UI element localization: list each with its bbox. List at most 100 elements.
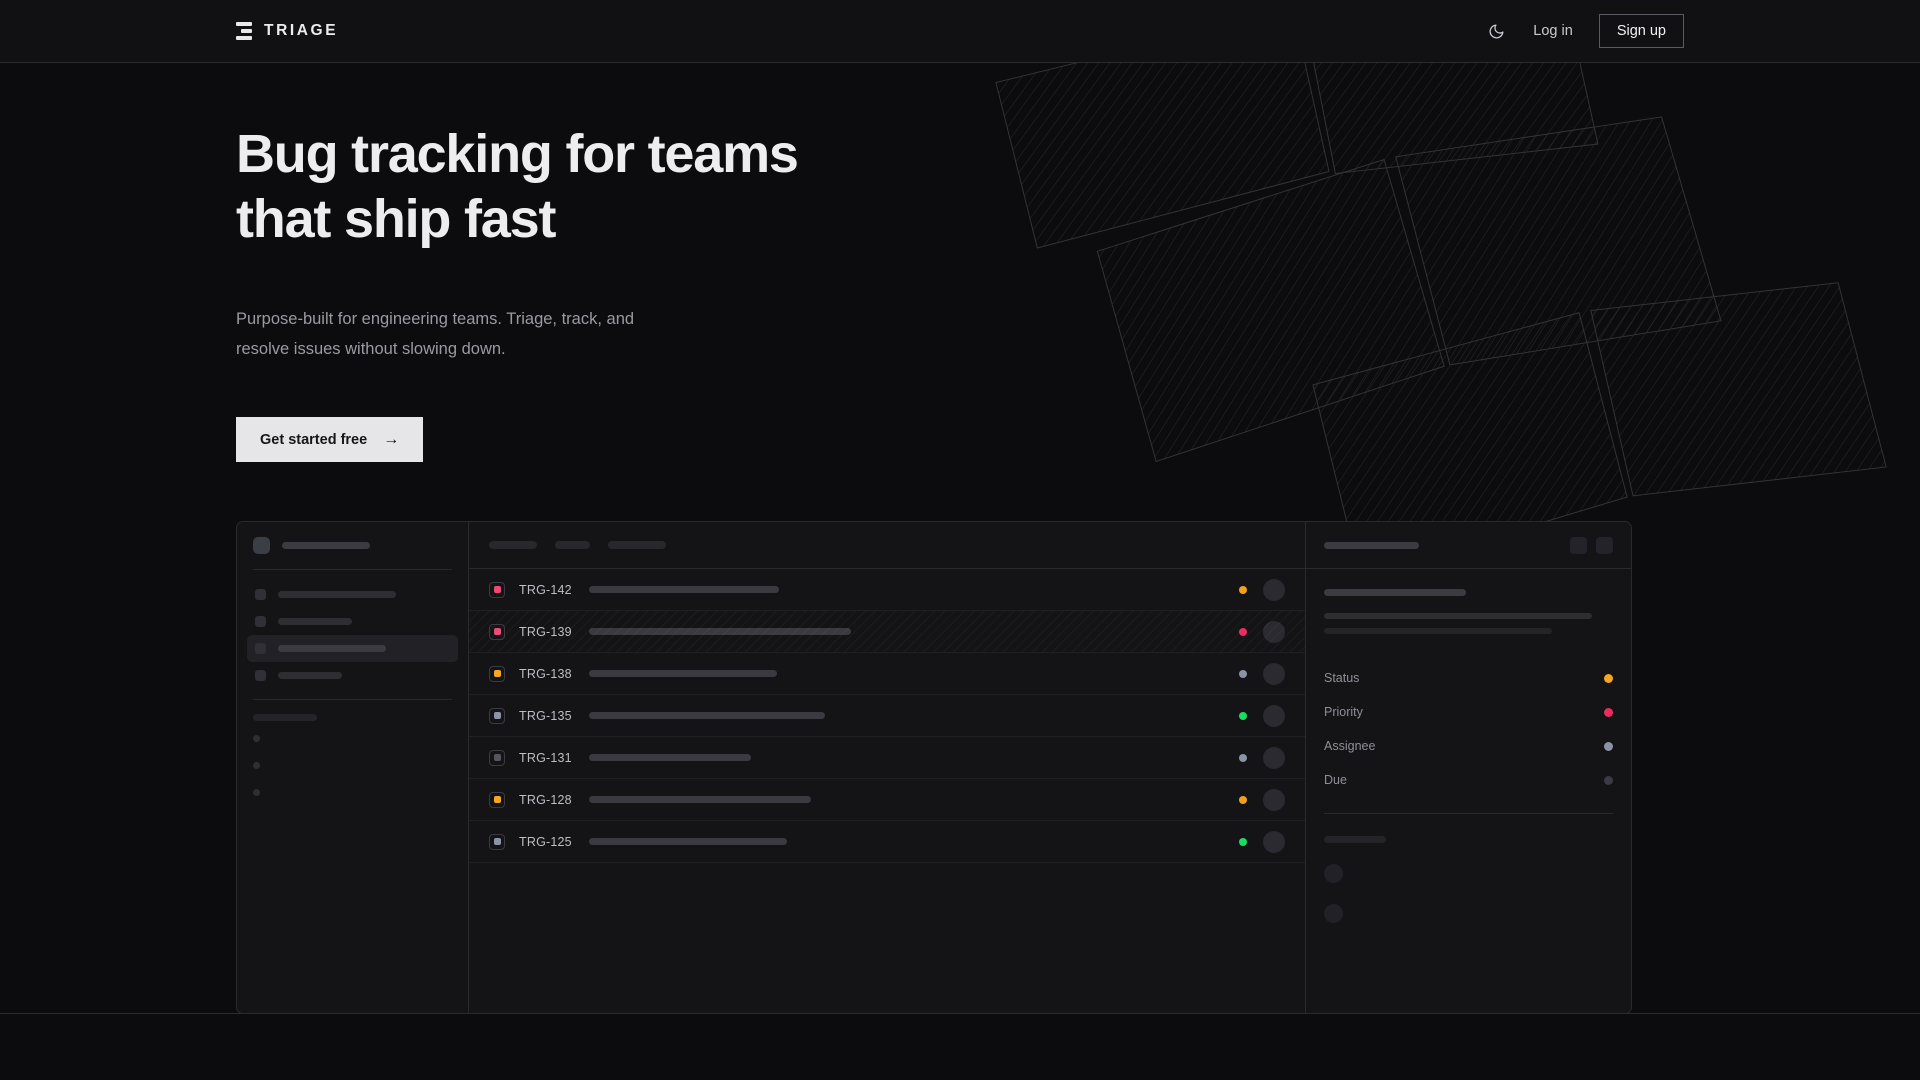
sidebar-item-1[interactable] [247,581,458,608]
detail-footer-label [1324,836,1386,843]
table-row[interactable]: TRG-131 [469,737,1305,779]
sidebar-divider-top [253,569,452,570]
issue-title-placeholder [589,838,787,845]
detail-meta-status[interactable]: Status [1324,661,1613,695]
issue-title-placeholder [589,754,751,761]
status-badge [1239,795,1247,804]
avatar [1263,662,1285,685]
avatar [1263,620,1285,643]
brand-logo[interactable]: TRIAGE [236,22,338,40]
detail-action-buttons [1570,536,1613,554]
issue-id: TRG-125 [519,834,572,849]
brand-name: TRIAGE [264,22,339,39]
sidebar-section-label [237,700,468,721]
header-actions: Log in Sign up [1485,14,1684,48]
sidebar-item-label [278,672,342,679]
avatar [1263,704,1285,727]
sidebar-item-4[interactable] [247,662,458,689]
issue-id: TRG-139 [519,624,572,639]
detail-meta-dot [1604,707,1613,717]
row-meta [1239,788,1285,811]
comment-avatar-1 [1324,864,1343,883]
detail-action-2-icon[interactable] [1596,536,1613,554]
table-row[interactable]: TRG-139 [469,611,1305,653]
avatar [1263,746,1285,769]
detail-separator [1324,813,1613,814]
mockup-sidebar [237,522,469,1013]
sidebar-item-3[interactable] [247,635,458,662]
comment-avatar-2 [1324,904,1343,923]
filter-chip-3[interactable] [608,541,666,549]
login-link[interactable]: Log in [1533,23,1573,39]
table-row[interactable]: TRG-128 [469,779,1305,821]
table-row[interactable]: TRG-142 [469,569,1305,611]
row-meta [1239,620,1285,643]
issue-id: TRG-131 [519,750,572,765]
status-badge [1239,669,1247,678]
filter-chip-2[interactable] [555,541,590,549]
sidebar-mini-item-2[interactable] [253,762,260,769]
priority-icon [489,791,505,808]
detail-meta-due[interactable]: Due [1324,763,1613,797]
detail-meta-priority[interactable]: Priority [1324,695,1613,729]
hero-section: Bug tracking for teams that ship fast Pu… [236,122,799,462]
priority-icon [489,665,505,682]
workspace-name-placeholder [282,542,370,549]
detail-meta-dot [1604,775,1613,785]
signup-button[interactable]: Sign up [1598,14,1684,48]
detail-meta-label: Due [1324,773,1347,787]
issue-id: TRG-135 [519,708,572,723]
detail-action-1-icon[interactable] [1570,536,1587,554]
issue-title-placeholder [589,670,777,677]
moon-icon[interactable] [1485,20,1507,42]
table-row[interactable]: TRG-135 [469,695,1305,737]
filter-chip-1[interactable] [489,541,537,549]
issue-list-toolbar [469,522,1305,569]
detail-body-bar-2 [1324,613,1592,619]
row-meta [1239,746,1285,769]
detail-header [1306,522,1631,569]
get-started-button[interactable]: Get started free → [236,417,424,462]
sidebar-item-label [278,618,352,625]
sidebar-item-icon [255,616,266,627]
detail-body-bar-3 [1324,628,1552,634]
issue-id: TRG-138 [519,666,572,681]
priority-icon [489,623,505,640]
detail-meta-label: Assignee [1324,739,1376,753]
workspace-switcher[interactable] [237,522,468,569]
detail-body-bar-1 [1324,589,1466,596]
priority-icon [489,833,505,850]
sidebar-mini-item-3[interactable] [253,789,260,796]
detail-meta-assignee[interactable]: Assignee [1324,729,1613,763]
sidebar-item-icon [255,589,266,600]
status-badge [1239,753,1247,762]
detail-meta-dot [1604,673,1613,683]
sidebar-mini-list [237,721,468,796]
sidebar-mini-item-1[interactable] [253,735,260,742]
cta-label: Get started free [260,431,368,448]
detail-meta-label: Priority [1324,705,1363,719]
issue-id: TRG-128 [519,792,572,807]
row-meta [1239,578,1285,601]
hero-subtext-line1: Purpose-built for engineering teams. Tri… [236,310,635,328]
detail-meta-label: Status [1324,671,1360,685]
workspace-avatar [253,537,270,554]
page-bottom-rule [0,1013,1920,1014]
issue-title-placeholder [589,628,851,635]
sidebar-item-2[interactable] [247,608,458,635]
table-row[interactable]: TRG-138 [469,653,1305,695]
row-meta [1239,662,1285,685]
hero-heading-line2: that ship fast [236,189,556,249]
table-row[interactable]: TRG-125 [469,821,1305,863]
avatar [1263,578,1285,601]
detail-meta-dot [1604,741,1613,751]
arrow-right-icon: → [383,430,400,448]
page-title: Bug tracking for teams that ship fast [236,122,799,252]
row-meta [1239,704,1285,727]
issue-id: TRG-142 [519,582,572,597]
sidebar-item-icon [255,643,266,654]
